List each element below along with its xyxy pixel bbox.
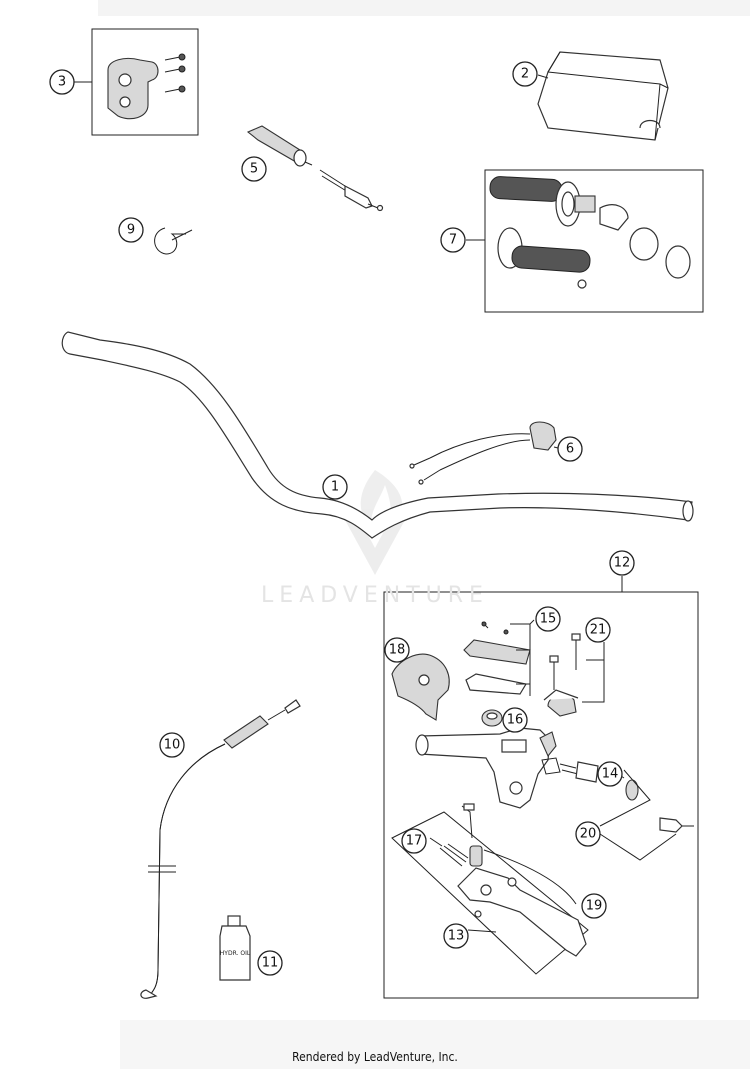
part-21-clamp bbox=[543, 633, 605, 717]
part-10-hose bbox=[140, 699, 301, 999]
callout-14: 14 bbox=[597, 761, 623, 787]
svg-text:13: 13 bbox=[448, 929, 465, 944]
svg-text:11: 11 bbox=[262, 956, 279, 971]
callout-18: 18 bbox=[384, 637, 410, 663]
footer-band bbox=[120, 1020, 750, 1069]
svg-text:17: 17 bbox=[406, 834, 423, 849]
callout-6: 6 bbox=[557, 436, 583, 462]
svg-text:9: 9 bbox=[127, 223, 135, 238]
part-2-handlebar-pad bbox=[537, 51, 669, 141]
part-1-handlebar bbox=[61, 331, 694, 539]
part-7-grips bbox=[489, 176, 691, 289]
part-9-cable-tie bbox=[154, 227, 193, 255]
part-11-oil-bottle: HYDR. OIL bbox=[219, 915, 251, 981]
part-17-spring bbox=[429, 837, 483, 867]
part-6-switch bbox=[409, 421, 557, 485]
svg-text:2: 2 bbox=[521, 67, 529, 82]
part-18-bracket bbox=[391, 653, 450, 721]
svg-text:18: 18 bbox=[389, 643, 406, 658]
part-7-box bbox=[484, 169, 704, 313]
callout-16: 16 bbox=[502, 707, 528, 733]
svg-text:15: 15 bbox=[540, 612, 557, 627]
svg-text:5: 5 bbox=[250, 162, 258, 177]
part-16-diaphragm bbox=[481, 709, 503, 727]
callout-19: 19 bbox=[581, 893, 607, 919]
part-5-kill-switch bbox=[246, 125, 384, 212]
master-cylinder-body bbox=[415, 727, 557, 809]
callout-21: 21 bbox=[585, 617, 611, 643]
callout-17: 17 bbox=[401, 828, 427, 854]
callout-2: 2 bbox=[512, 61, 538, 87]
callout-3: 3 bbox=[49, 69, 75, 95]
lever-box bbox=[391, 811, 589, 975]
callout-12: 12 bbox=[609, 550, 635, 576]
svg-text:16: 16 bbox=[507, 713, 524, 728]
footer-text: Rendered by LeadVenture, Inc. bbox=[292, 1050, 458, 1064]
oil-label: HYDR. OIL bbox=[220, 950, 251, 957]
watermark-text: LEADVENTURE bbox=[261, 583, 489, 608]
part-13-lever bbox=[457, 803, 587, 957]
callout-1: 1 bbox=[322, 474, 348, 500]
callout-11: 11 bbox=[257, 950, 283, 976]
svg-text:20: 20 bbox=[580, 827, 597, 842]
svg-text:19: 19 bbox=[586, 899, 603, 914]
callout-5: 5 bbox=[241, 156, 267, 182]
svg-text:3: 3 bbox=[58, 75, 66, 90]
callout-9: 9 bbox=[118, 217, 144, 243]
callout-15: 15 bbox=[535, 606, 561, 632]
callout-13: 13 bbox=[443, 923, 469, 949]
svg-text:7: 7 bbox=[449, 233, 457, 248]
svg-text:10: 10 bbox=[164, 738, 181, 753]
svg-text:1: 1 bbox=[331, 480, 339, 495]
callout-7: 7 bbox=[440, 227, 466, 253]
part-12-box bbox=[383, 591, 699, 999]
svg-text:12: 12 bbox=[614, 556, 631, 571]
svg-text:6: 6 bbox=[566, 442, 574, 457]
part-3-clamp bbox=[107, 53, 186, 120]
callout-20: 20 bbox=[575, 821, 601, 847]
svg-text:14: 14 bbox=[602, 767, 619, 782]
part-15-reservoir-cover bbox=[463, 621, 531, 696]
top-bar bbox=[98, 0, 750, 16]
svg-text:21: 21 bbox=[590, 623, 607, 638]
callout-10: 10 bbox=[159, 732, 185, 758]
